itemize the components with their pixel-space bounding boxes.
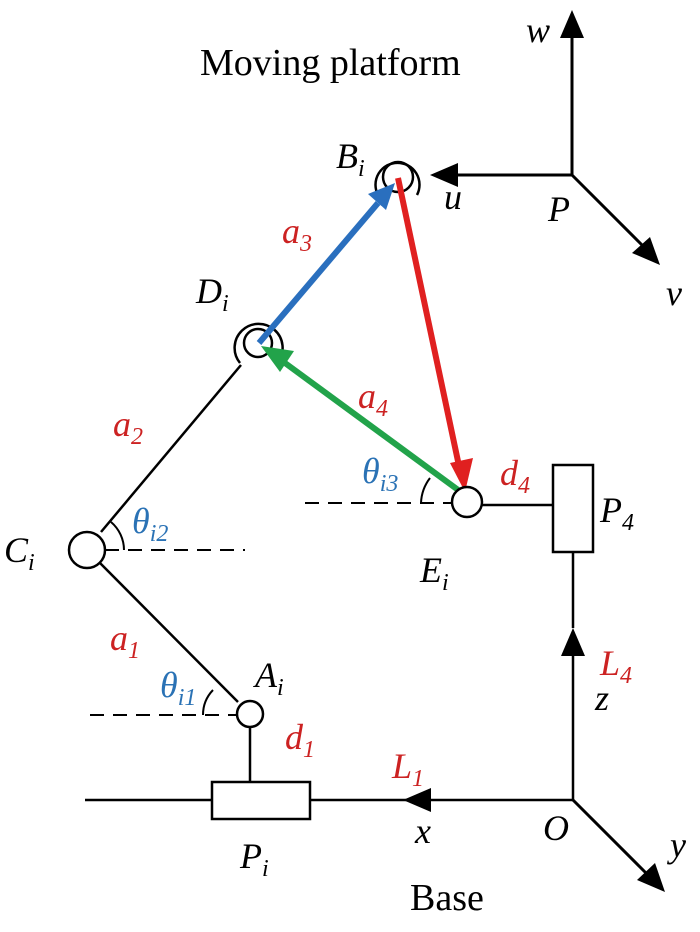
x-label: x [414,811,431,851]
y-arrowhead [637,863,665,892]
d4-label: d4 [500,453,530,499]
w-label: w [526,10,550,50]
a3-label: a3 [282,211,312,257]
p-label: P [547,189,570,229]
pi-label: Pi [239,836,269,882]
vector-be-head [450,458,473,492]
joint-c [67,530,107,570]
l4-label: L4 [599,643,632,689]
theta-i2-arc [110,521,125,551]
theta-i2-label: θi2 [132,501,168,547]
slider-pi [210,780,312,821]
platform-frame [430,10,660,265]
link-a1 [98,561,239,703]
v-arrowhead [632,237,660,265]
y-axis [571,798,650,877]
vector-a3 [256,201,381,345]
a4-label: a4 [358,376,388,422]
vector-be [395,177,462,467]
slider-p4 [551,463,595,554]
theta-i1-label: θi1 [160,665,196,711]
d1-label: d1 [285,717,315,763]
w-arrowhead [560,10,584,38]
v-label: v [666,273,682,313]
a-joint-label: Ai [253,655,284,701]
u-label: u [444,177,462,217]
vector-a4 [283,360,467,498]
c-label: Ci [4,530,35,576]
x-arrowhead [403,788,431,812]
theta-i3-arc [420,477,431,504]
y-label: y [667,825,686,865]
e-label: Ei [419,550,449,596]
z-arrowhead [561,628,585,656]
link-a2 [100,364,242,533]
u-arrowhead [430,163,458,187]
v-axis [570,173,647,250]
b-label: Bi [336,136,365,182]
moving-platform-title: Moving platform [200,42,461,84]
p4-label: P4 [599,490,634,536]
a1-label: a1 [110,618,140,664]
d-joint-label: Di [195,271,229,317]
theta-i1-arc [201,689,214,716]
vector-a4-head [261,346,294,372]
l1-label: L1 [391,746,424,792]
joint-e [450,485,484,519]
theta-i3-label: θi3 [362,451,398,497]
z-label: z [594,678,609,718]
a2-label: a2 [113,404,143,450]
joint-d [233,322,284,364]
vector-a3-head [368,183,395,210]
base-title: Base [410,877,484,919]
joint-a [235,699,265,729]
o-label: O [543,808,569,848]
